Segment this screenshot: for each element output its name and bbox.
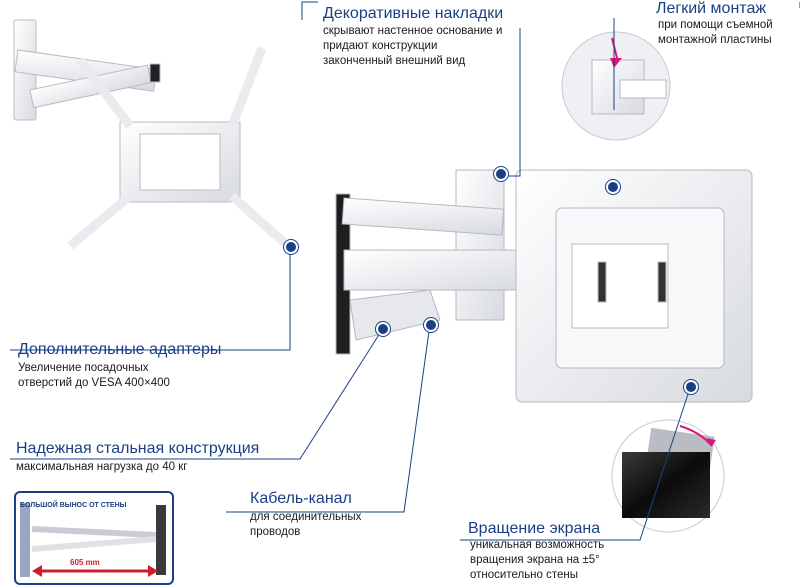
callout-steel-desc: максимальная нагрузка до 40 кг — [16, 461, 188, 473]
marker-adapters — [284, 240, 298, 254]
inset-label: БОЛЬШОЙ ВЫНОС ОТ СТЕНЫ — [20, 502, 127, 509]
marker-rotation — [684, 380, 698, 394]
callout-adapters-title: Дополнительные адаптеры — [18, 341, 222, 358]
leader-lines — [10, 1, 800, 541]
callout-adapters-desc: Увеличение посадочных отверстий до VESA … — [18, 362, 170, 389]
marker-cable — [424, 318, 438, 332]
callout-decorative-title: Декоративные накладки — [323, 5, 504, 22]
inset-distance: 605 mm — [70, 558, 100, 567]
callout-rotation-desc: уникальная возможность вращения экрана н… — [470, 539, 605, 581]
callout-steel-title: Надежная стальная конструкция — [16, 440, 260, 457]
bracket-with-adapters — [13, 19, 291, 250]
wall-distance-inset — [14, 491, 174, 585]
callout-rotation-title: Вращение экрана — [468, 520, 601, 537]
marker-easy-mount — [606, 180, 620, 194]
wall-distance-diagram — [20, 503, 166, 577]
callout-decorative-desc: скрывают настенное основание и придают к… — [323, 25, 503, 67]
marker-steel — [376, 322, 390, 336]
marker-decorative — [494, 167, 508, 181]
callout-cable-title: Кабель-канал — [250, 490, 352, 507]
callout-cable-desc: для соединительных проводов — [250, 511, 362, 538]
callout-easy-mount-desc: при помощи съемной монтажной пластины — [658, 19, 773, 46]
mounting-plate-detail — [561, 31, 671, 141]
callout-easy-mount-title: Легкий монтаж — [656, 0, 767, 17]
rotation-detail — [611, 419, 725, 533]
main-bracket — [335, 169, 753, 403]
